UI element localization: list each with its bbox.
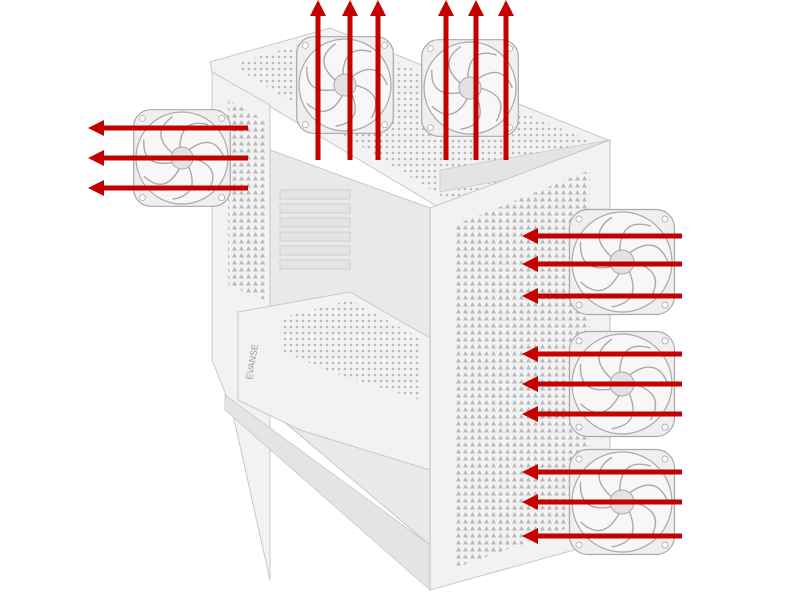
fan-screw-hole bbox=[575, 301, 583, 309]
pc-case: EVANSE bbox=[209, 27, 611, 591]
fan-blade bbox=[580, 512, 621, 532]
fan-screw-hole bbox=[575, 541, 583, 549]
fan-blade bbox=[431, 97, 469, 115]
fan-screw-hole bbox=[381, 41, 389, 49]
fan-blade bbox=[475, 71, 513, 89]
fan-blade bbox=[431, 69, 462, 95]
fan-screw-hole bbox=[661, 541, 669, 549]
fan-screw-hole bbox=[661, 215, 669, 223]
fan-blade bbox=[598, 456, 613, 498]
fan-blade bbox=[628, 484, 669, 503]
fan-blade bbox=[598, 338, 613, 380]
fan-blade bbox=[618, 223, 651, 252]
case-front-mesh bbox=[455, 170, 590, 568]
fan-blade bbox=[354, 84, 377, 119]
fan-blade bbox=[611, 392, 634, 430]
top-exhaust-fan-1 bbox=[296, 36, 394, 134]
fan-screw-hole bbox=[218, 194, 226, 202]
fan-screw-hole bbox=[575, 337, 583, 345]
fan-screw-hole bbox=[301, 121, 309, 129]
fan-blade bbox=[323, 43, 337, 82]
psu-shroud-mesh bbox=[280, 300, 420, 400]
fan-screw-hole bbox=[575, 215, 583, 223]
case-rear-mesh bbox=[228, 100, 265, 300]
fan-blade bbox=[160, 116, 174, 155]
fan-screw-hole bbox=[381, 121, 389, 129]
fan-blade bbox=[335, 92, 356, 127]
fan-blade bbox=[306, 66, 337, 92]
fan-screw-hole bbox=[575, 455, 583, 463]
fan-blade bbox=[618, 345, 651, 374]
fan-blade bbox=[479, 87, 502, 122]
fan-blade bbox=[187, 141, 225, 159]
fan-screw-hole bbox=[426, 44, 434, 52]
fan-screw-hole bbox=[218, 114, 226, 122]
fan-screw-hole bbox=[661, 423, 669, 431]
fan-screw-hole bbox=[301, 41, 309, 49]
fan-screw-hole bbox=[661, 337, 669, 345]
fan-screw-hole bbox=[575, 423, 583, 431]
fan-blade bbox=[306, 94, 344, 112]
fan-blade bbox=[580, 272, 621, 292]
fan-blade bbox=[448, 46, 462, 85]
fan-blade bbox=[628, 366, 669, 385]
fan-screw-hole bbox=[138, 194, 146, 202]
fan-blade bbox=[618, 463, 651, 492]
airflow-arrow-group bbox=[87, 0, 682, 545]
fan-screw-hole bbox=[661, 301, 669, 309]
fan-screw-hole bbox=[138, 114, 146, 122]
fan-screw-hole bbox=[661, 455, 669, 463]
fan-blade bbox=[143, 167, 181, 185]
fan-screw-hole bbox=[426, 124, 434, 132]
fan-hub bbox=[333, 73, 357, 97]
fan-blade bbox=[350, 68, 388, 86]
pci-expansion-slots bbox=[279, 189, 351, 270]
fan-blade bbox=[628, 244, 669, 263]
